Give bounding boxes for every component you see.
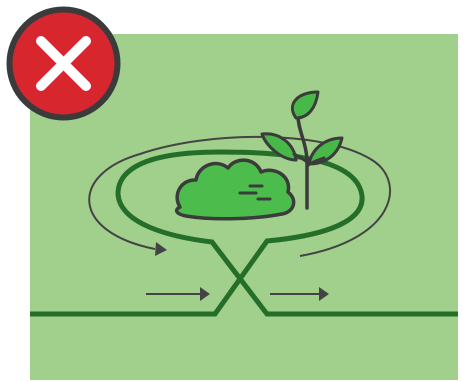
close-icon (5, 5, 122, 122)
